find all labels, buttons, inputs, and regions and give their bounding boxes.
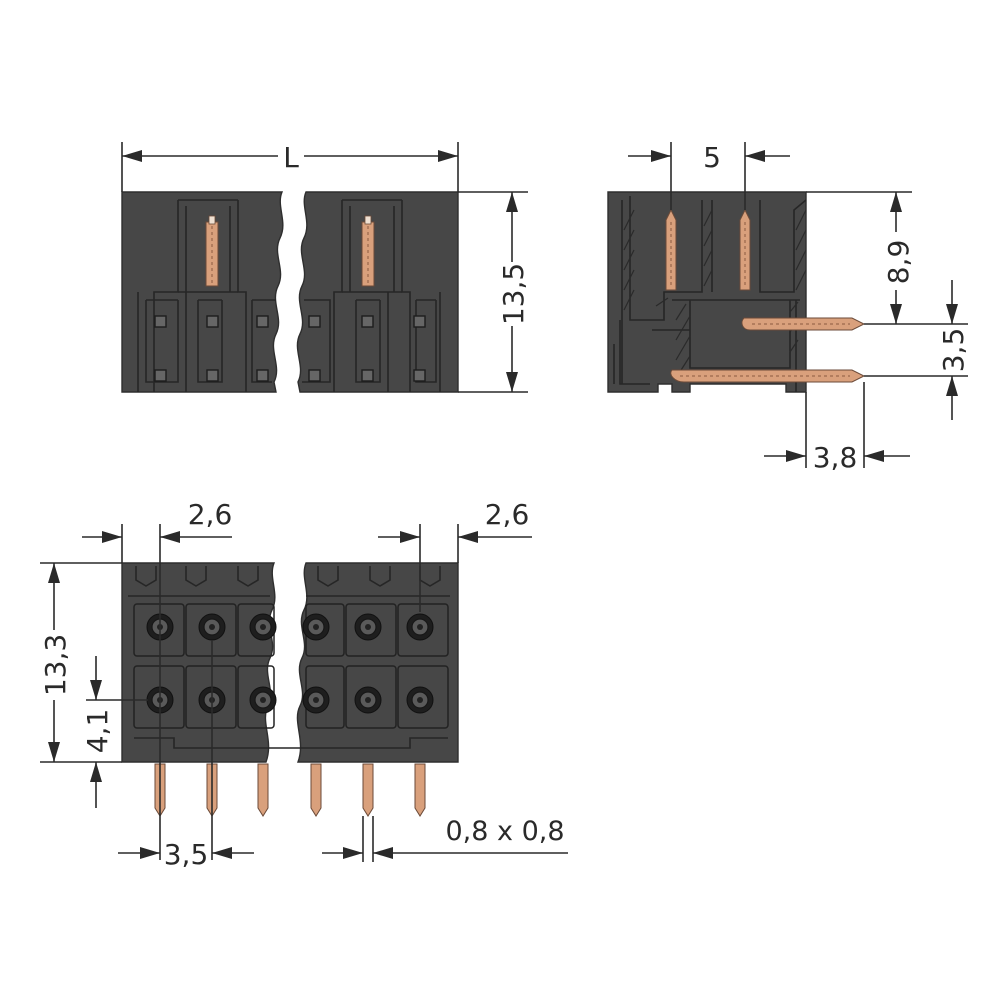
dimension-edge-offset-left: 2,6 xyxy=(82,498,232,563)
bottom-view-centerlines xyxy=(159,524,421,860)
bottom-view-sockets xyxy=(146,613,434,714)
side-view-pin-upper-horizontal xyxy=(741,317,866,331)
upper-pin-height-label: 8,9 xyxy=(882,240,915,285)
front-view: L 13,5 xyxy=(121,141,530,393)
dimension-height-front: 13,5 xyxy=(458,191,530,393)
front-view-details-left xyxy=(137,199,276,392)
front-view-pin-left xyxy=(205,215,219,287)
dimension-upper-pin-height: 8,9 xyxy=(806,191,915,325)
bottom-pin xyxy=(310,763,322,817)
socket xyxy=(354,686,382,714)
dimension-pitch: 5 xyxy=(628,141,790,210)
height-bottom-label: 13,3 xyxy=(39,634,72,696)
side-view-pin-lower-horizontal xyxy=(670,369,866,383)
side-view-pin-upper-right xyxy=(739,208,751,291)
height-front-label: 13,5 xyxy=(497,263,530,325)
dimension-pin-section: 0,8 x 0,8 xyxy=(322,816,568,862)
pin-pitch-bottom-label: 3,5 xyxy=(164,838,209,871)
socket xyxy=(302,686,330,714)
dimension-pin-pitch-bottom: 3,5 xyxy=(118,838,254,871)
bottom-pin xyxy=(362,763,374,817)
socket xyxy=(354,613,382,641)
pin-offset-bottom-label: 4,1 xyxy=(81,709,114,754)
dimension-pin-offset-bottom: 4,1 xyxy=(81,656,148,808)
front-view-details-right xyxy=(302,199,441,392)
side-view-pin-upper-left xyxy=(665,208,677,291)
pin-section-label: 0,8 x 0,8 xyxy=(445,816,564,847)
dimension-edge-offset-right: 2,6 xyxy=(378,498,532,563)
row-spacing-label: 3,5 xyxy=(937,328,970,373)
socket xyxy=(249,686,277,714)
bottom-view-body-right xyxy=(296,562,459,763)
bottom-pin xyxy=(257,763,269,817)
edge-offset-left-label: 2,6 xyxy=(188,498,233,531)
side-view: 5 8,9 3,5 xyxy=(607,141,970,474)
pitch-label: 5 xyxy=(703,141,721,174)
bottom-pin xyxy=(414,763,426,817)
socket xyxy=(406,686,434,714)
socket xyxy=(302,613,330,641)
bottom-view-body-left xyxy=(121,562,276,763)
length-label: L xyxy=(283,141,299,174)
dimension-height-bottom: 13,3 xyxy=(39,562,122,763)
pin-protrusion-label: 3,8 xyxy=(813,441,858,474)
edge-offset-right-label: 2,6 xyxy=(485,498,530,531)
bottom-view-pins xyxy=(154,763,426,817)
side-view-details xyxy=(613,196,807,392)
socket xyxy=(406,613,434,641)
front-view-pin-right xyxy=(361,215,375,287)
dimension-row-spacing: 3,5 xyxy=(864,280,970,420)
front-view-markers xyxy=(154,315,426,382)
bottom-view: 2,6 2,6 13,3 4,1 xyxy=(39,498,568,871)
side-view-hatching xyxy=(623,209,807,379)
dimension-pin-protrusion: 3,8 xyxy=(764,382,910,474)
dimension-length: L xyxy=(121,141,459,192)
socket xyxy=(198,613,226,641)
socket xyxy=(249,613,277,641)
